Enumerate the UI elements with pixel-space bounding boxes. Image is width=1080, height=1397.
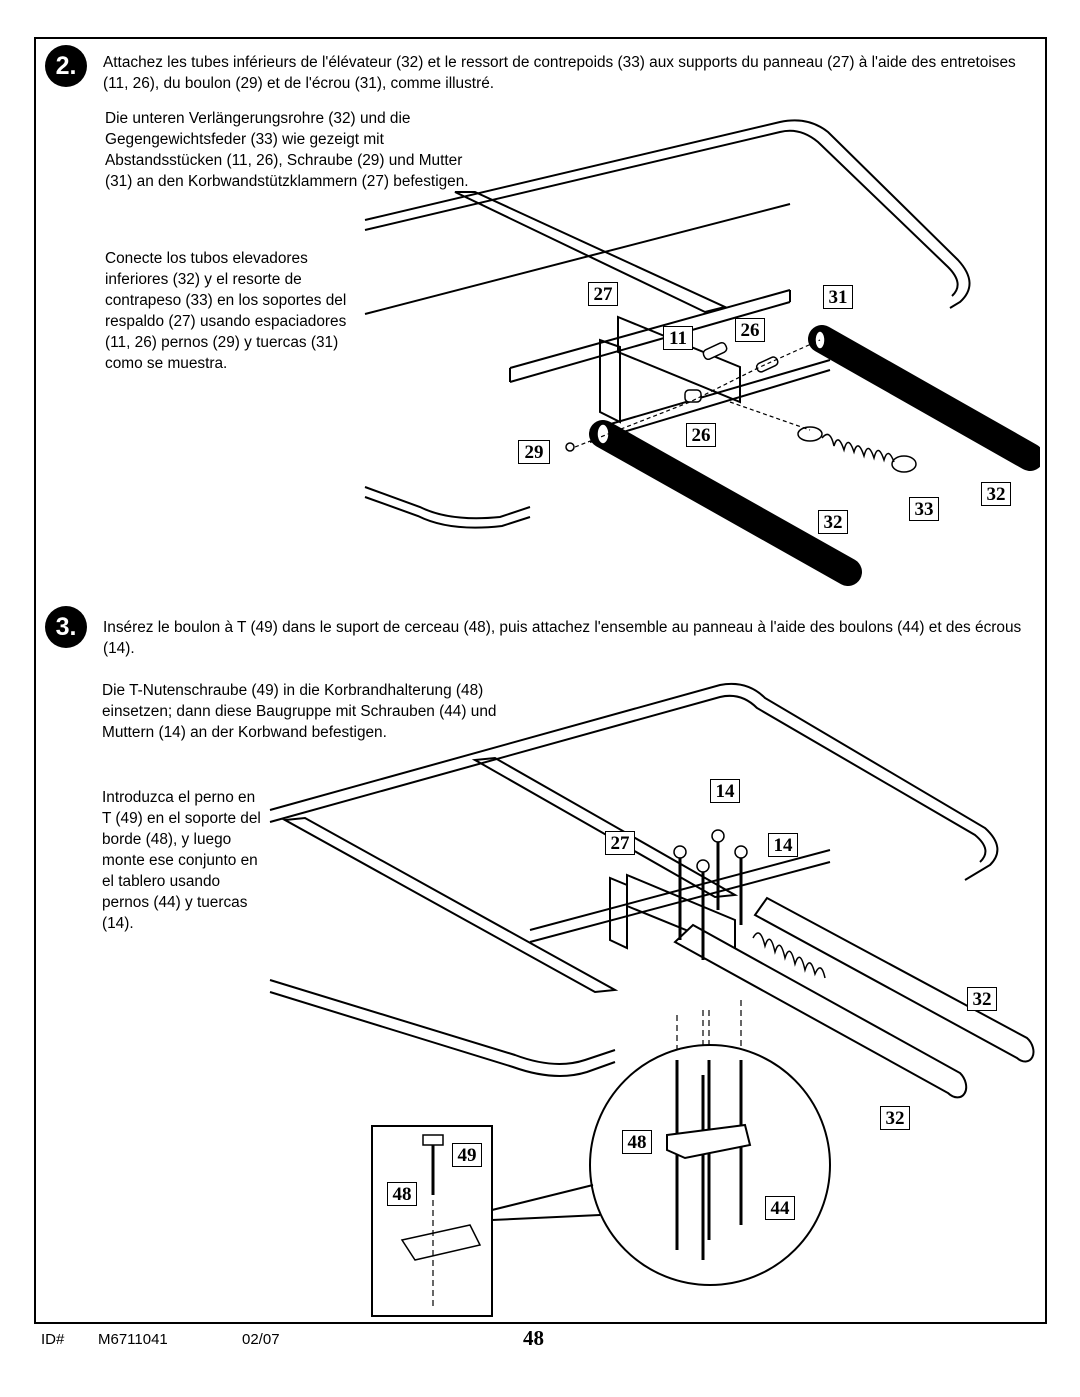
callout-27-step3: 27 [605, 831, 635, 855]
page-number: 48 [523, 1326, 544, 1350]
step-3-illustration [269, 682, 1035, 1317]
callout-32-bottom: 32 [880, 1106, 910, 1130]
callout-27: 27 [588, 282, 618, 306]
step-2-french-text: Attachez les tubes inférieurs de l'éléva… [103, 54, 1016, 92]
page-frame [34, 37, 1047, 1324]
callout-32-top: 32 [967, 987, 997, 1011]
callout-44: 44 [765, 1196, 795, 1220]
callout-48-detail: 48 [622, 1130, 652, 1154]
callout-48-inset: 48 [387, 1182, 417, 1206]
step-3-french-text: Insérez le boulon à T (49) dans le supor… [103, 619, 1022, 657]
callout-29: 29 [518, 440, 550, 464]
callout-26-top: 26 [735, 318, 765, 342]
step-3-spanish-text: Introduzca el perno en T (49) en el sopo… [102, 789, 261, 932]
callout-31: 31 [823, 285, 853, 309]
callout-14-right: 14 [768, 833, 798, 857]
footer-id-label: ID# [41, 1331, 65, 1348]
callout-11: 11 [663, 326, 693, 350]
step-2-badge: 2. [45, 45, 87, 87]
callout-33: 33 [909, 497, 939, 521]
step-2-german-text: Die unteren Verlängerungsrohre (32) und … [105, 110, 469, 190]
step-2-illustration [364, 119, 1040, 586]
callout-49: 49 [452, 1143, 482, 1167]
callout-26-bottom: 26 [686, 423, 716, 447]
callout-32-left: 32 [818, 510, 848, 534]
step-2-spanish-text: Conecte los tubos elevadores inferiores … [105, 250, 347, 372]
footer-id-value: M6711041 [98, 1331, 168, 1348]
callout-14-top: 14 [710, 779, 740, 803]
callout-32-right: 32 [981, 482, 1011, 506]
step-3-badge: 3. [45, 606, 87, 648]
footer-date: 02/07 [242, 1331, 280, 1348]
step-3-german-text: Die T-Nutenschraube (49) in die Korbrand… [102, 682, 497, 741]
